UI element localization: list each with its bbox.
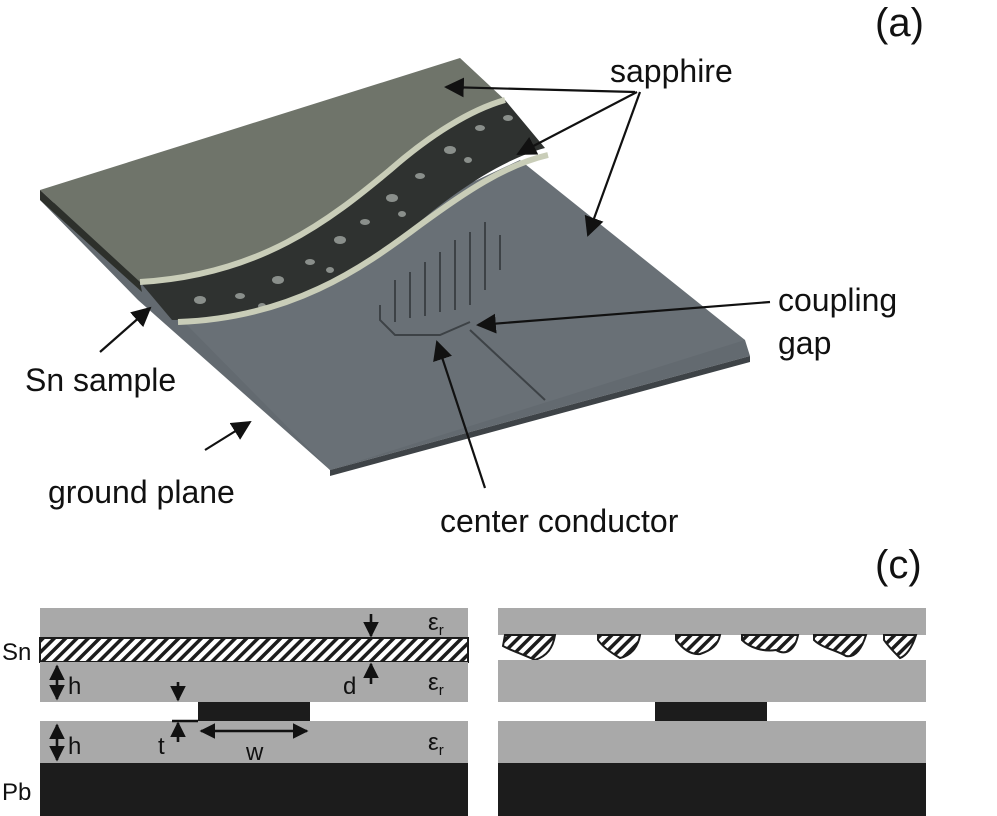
arrow-sapphire-middle [516,91,638,155]
sapphire-upper-slab [40,58,505,282]
strip-conductor [198,702,310,721]
label-h-bottom: h [68,733,81,760]
ground-plane-edge [330,356,750,476]
pb-ground [40,763,468,816]
sn-islands [501,634,918,662]
panel-a-label: (a) [875,1,924,45]
label-ground-plane: ground plane [48,474,235,510]
pb-ground-right [498,763,926,816]
arrow-sn-sample [99,306,152,353]
arrow-sapphire-right [584,91,642,237]
arrow-sapphire-top [444,77,636,98]
cross-section-left [39,608,469,816]
top-dielectric-right [498,608,926,635]
label-t: t [158,733,165,760]
eps-top-left: εr [428,609,444,639]
label-sn-sample: Sn sample [25,362,176,398]
label-w: w [245,739,264,766]
center-conductor-feed [469,329,546,401]
upper-substrate [40,662,468,702]
arrow-coupling-gap [476,300,771,334]
sapphire-upper-side [40,190,142,292]
dimension-markers [49,614,379,762]
label-h-top: h [68,673,81,700]
cross-section-right [498,608,926,816]
sn-sample-holes [194,115,513,309]
label-pb: Pb [2,779,31,806]
panel-a-illustration [40,58,750,476]
sapphire-edge-1 [139,97,506,285]
strip-conductor-right [655,702,767,721]
upper-substrate-right [498,660,926,702]
panel-c-label: (c) [875,543,922,587]
center-conductor-meander [379,222,501,336]
label-gap: gap [778,325,831,361]
arrow-center-conductor [433,340,487,489]
label-center-conductor: center conductor [440,503,679,539]
eps-mid-left: εr [428,669,444,699]
sapphire-edge-2 [177,152,549,325]
label-sn: Sn [2,639,31,666]
sn-layer [39,637,469,663]
eps-bottom-left: εr [428,729,444,759]
panel-a-arrows [99,77,771,489]
sapphire-lower-right [180,160,745,470]
label-coupling: coupling [778,282,897,318]
arrow-ground-plane [204,420,252,451]
label-d: d [343,673,356,700]
label-sapphire: sapphire [610,53,733,89]
lower-substrate-right [498,721,926,763]
top-dielectric [40,608,468,638]
